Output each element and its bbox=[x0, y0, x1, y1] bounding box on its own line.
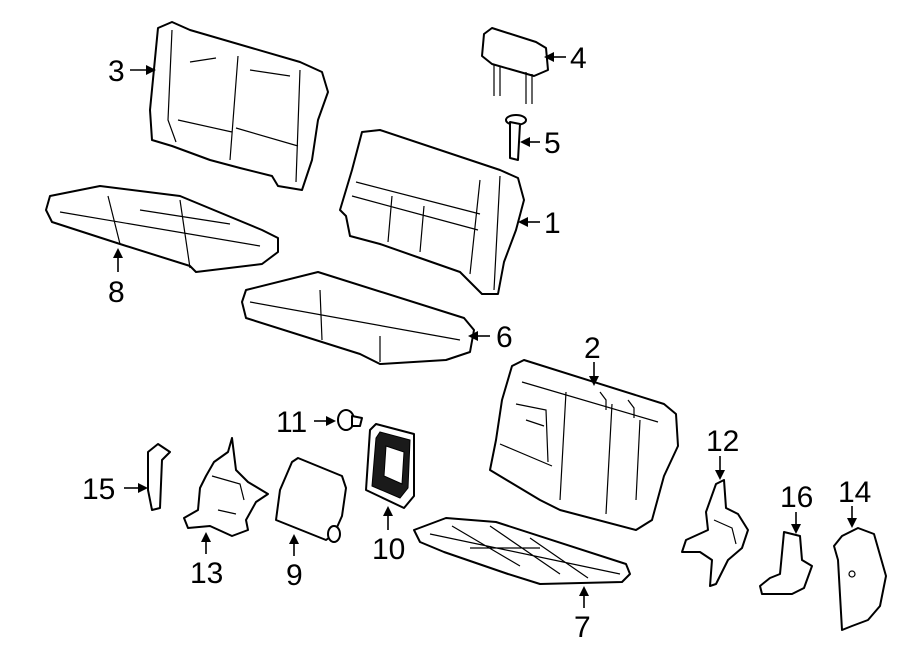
part-15-trim-panel bbox=[147, 443, 171, 511]
part-11-push-pin bbox=[337, 409, 363, 431]
callout-11: 11 bbox=[276, 406, 307, 439]
leader-lines bbox=[113, 52, 857, 608]
callout-15: 15 bbox=[82, 473, 115, 506]
part-9-trim-cover bbox=[275, 457, 347, 543]
callout-3: 3 bbox=[108, 55, 125, 88]
part-16-trim-panel bbox=[759, 531, 813, 595]
callout-4: 4 bbox=[570, 42, 587, 75]
callout-10: 10 bbox=[372, 533, 405, 566]
part-3-seat-back-cover bbox=[149, 21, 329, 191]
callout-6: 6 bbox=[496, 321, 513, 354]
callout-5: 5 bbox=[544, 127, 561, 160]
callout-8: 8 bbox=[108, 276, 125, 309]
part-13-hinge-bracket bbox=[183, 437, 269, 537]
callout-13: 13 bbox=[190, 557, 223, 590]
part-8-cushion-cover bbox=[45, 185, 279, 273]
part-2-seat-back-frame bbox=[489, 359, 679, 531]
part-1-seat-back bbox=[339, 129, 525, 295]
callout-9: 9 bbox=[286, 559, 303, 592]
callout-12: 12 bbox=[706, 425, 739, 458]
callout-16: 16 bbox=[780, 481, 813, 514]
callout-2: 2 bbox=[584, 332, 601, 365]
part-14-trim-panel bbox=[833, 527, 887, 631]
part-6-cushion-pad bbox=[241, 271, 475, 365]
part-7-cushion-frame bbox=[413, 517, 631, 585]
callout-7: 7 bbox=[574, 611, 591, 644]
part-5-headrest-guide bbox=[505, 114, 527, 161]
part-4-headrest bbox=[481, 27, 549, 104]
part-10-latch-bezel bbox=[365, 423, 415, 509]
part-12-hinge-bracket bbox=[681, 479, 749, 587]
callout-labels: 3 4 5 1 8 6 2 11 12 15 14 16 10 13 9 7 bbox=[82, 42, 871, 644]
callout-1: 1 bbox=[544, 207, 561, 240]
callout-14: 14 bbox=[838, 476, 871, 509]
